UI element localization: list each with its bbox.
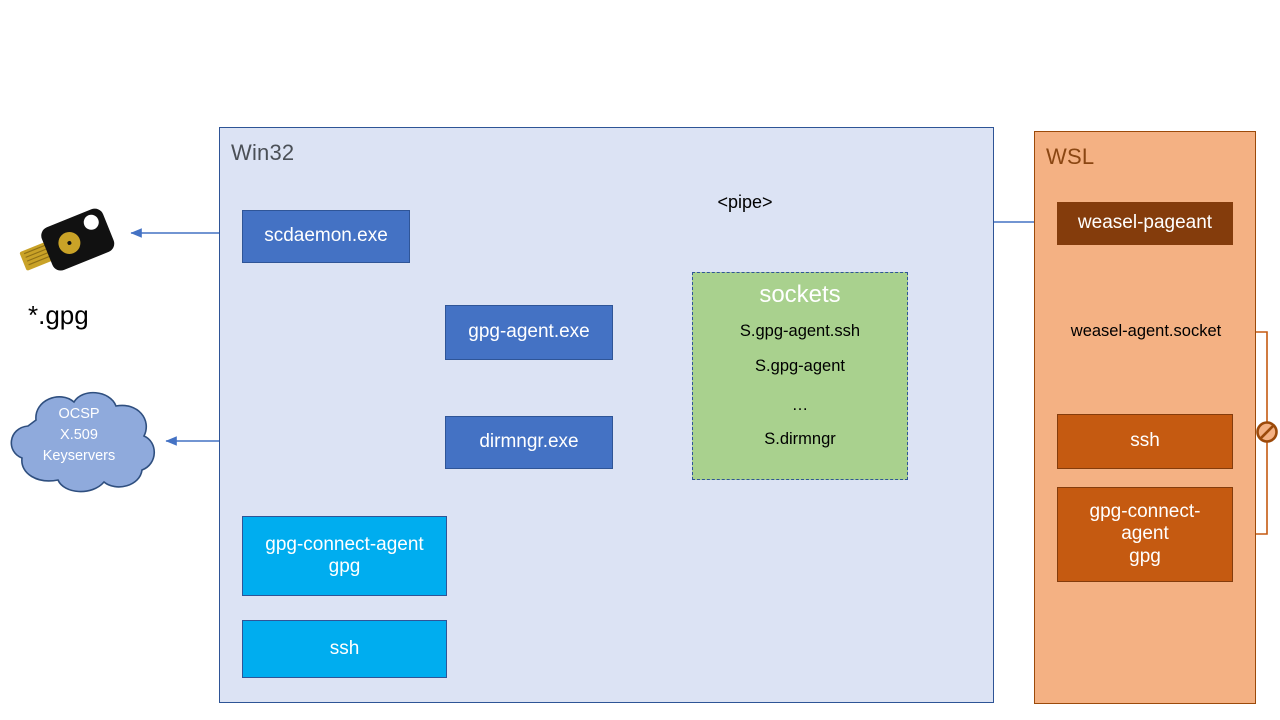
- node-gpg-agent-exe[interactable]: gpg-agent.exe: [445, 305, 613, 360]
- node-scdaemon-exe[interactable]: scdaemon.exe: [242, 210, 410, 263]
- cloud-shape-ocsp: [0, 380, 170, 500]
- yubikey-icon: [12, 200, 122, 290]
- panel-wsl-title: WSL: [1046, 144, 1095, 169]
- sockets-group: [692, 272, 908, 480]
- socket-item-s-gpg-agent-ssh: S.gpg-agent.ssh: [739, 322, 861, 340]
- socket-item-ellipsis: …: [791, 396, 809, 414]
- label-gpg-file: *.gpg: [28, 300, 89, 330]
- no-entry-icon: [1254, 419, 1280, 445]
- socket-item-s-gpg-agent: S.gpg-agent: [755, 357, 845, 375]
- cloud-label-line-2: X.509: [60, 427, 98, 444]
- node-weasel-pageant[interactable]: weasel-pageant: [1057, 202, 1233, 245]
- label-pipe: <pipe>: [717, 192, 773, 212]
- panel-win32-title: Win32: [231, 140, 295, 165]
- cloud-label: OCSP X.509 Keyservers: [12, 404, 146, 467]
- node-dirmngr-exe[interactable]: dirmngr.exe: [445, 416, 613, 469]
- node-ssh-win32[interactable]: ssh: [242, 620, 447, 678]
- socket-item-s-dirmngr: S.dirmngr: [764, 430, 836, 448]
- label-weasel-agent-socket: weasel-agent.socket: [1070, 322, 1222, 340]
- cloud-label-line-3: Keyservers: [42, 448, 116, 465]
- node-ssh-wsl[interactable]: ssh: [1057, 414, 1233, 469]
- cloud-label-line-1: OCSP: [58, 406, 100, 422]
- sockets-group-title: sockets: [759, 281, 841, 308]
